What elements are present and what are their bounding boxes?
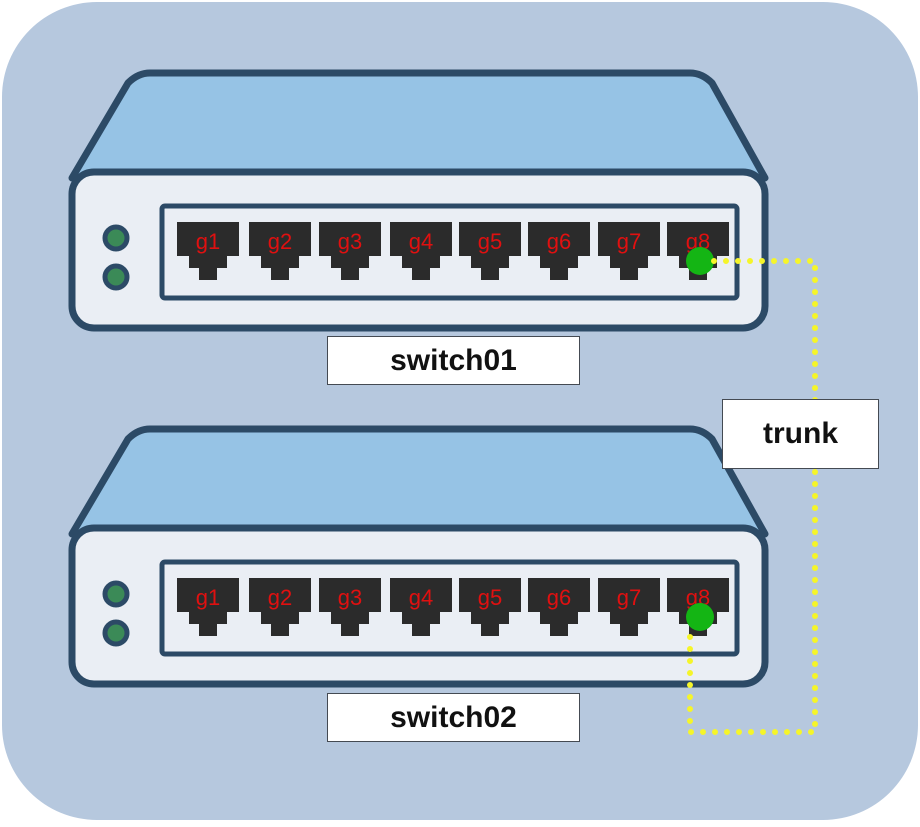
- port-socket-icon: [249, 222, 311, 280]
- link-active-dot-icon: [686, 247, 714, 275]
- status-led-icon: [102, 580, 130, 608]
- switch-top-panel: [68, 425, 769, 538]
- status-led-icon: [102, 619, 130, 647]
- port-socket-icon: [390, 578, 452, 636]
- port-label: g5: [478, 229, 502, 254]
- ethernet-port-g2: g2: [249, 222, 311, 280]
- port-socket-icon: [528, 578, 590, 636]
- port-label: g4: [409, 585, 433, 610]
- ethernet-port-g5: g5: [459, 222, 521, 280]
- port-label: g6: [547, 585, 571, 610]
- ethernet-port-g1: g1: [177, 222, 239, 280]
- devices-layer: g1 g2 g3 g4 g5 g6 g7 g8 g1 g2 g3 g4 g5 g6 g7 g8: [68, 69, 769, 688]
- ethernet-port-g8: g8: [667, 578, 729, 636]
- ethernet-port-g5: g5: [459, 578, 521, 636]
- ethernet-port-g7: g7: [598, 578, 660, 636]
- ethernet-port-g3: g3: [319, 578, 381, 636]
- port-label: g2: [268, 585, 292, 610]
- switch-top-panel: [68, 69, 769, 182]
- trunk-link-line: [687, 258, 818, 735]
- port-socket-icon: [249, 578, 311, 636]
- port-socket-icon: [528, 222, 590, 280]
- port-socket-icon: [319, 578, 381, 636]
- status-led-icon: [102, 263, 130, 291]
- port-label: g4: [409, 229, 433, 254]
- port-label: g3: [338, 229, 362, 254]
- ethernet-port-g1: g1: [177, 578, 239, 636]
- port-socket-icon: [319, 222, 381, 280]
- port-socket-icon: [390, 222, 452, 280]
- ethernet-port-g4: g4: [390, 578, 452, 636]
- port-label: g6: [547, 229, 571, 254]
- port-label: g7: [617, 585, 641, 610]
- status-led-icon: [102, 224, 130, 252]
- switch02-name-label: switch02: [327, 693, 580, 742]
- link-active-dot-icon: [686, 603, 714, 631]
- ethernet-port-g8: g8: [667, 222, 729, 280]
- switch01-name-label: switch01: [327, 336, 580, 385]
- ethernet-port-g3: g3: [319, 222, 381, 280]
- port-label: g1: [196, 585, 220, 610]
- port-socket-icon: [177, 222, 239, 280]
- port-label: g7: [617, 229, 641, 254]
- ethernet-port-g4: g4: [390, 222, 452, 280]
- port-label: g5: [478, 585, 502, 610]
- trunk-link-label: trunk: [722, 399, 879, 469]
- ethernet-port-g7: g7: [598, 222, 660, 280]
- ethernet-port-g6: g6: [528, 222, 590, 280]
- trunk-link: [687, 258, 818, 735]
- port-label: g2: [268, 229, 292, 254]
- port-socket-icon: [598, 222, 660, 280]
- port-label: g1: [196, 229, 220, 254]
- port-label: g3: [338, 585, 362, 610]
- switch-switch01: g1 g2 g3 g4 g5 g6 g7 g8: [68, 69, 769, 332]
- ethernet-port-g6: g6: [528, 578, 590, 636]
- switch-switch02: g1 g2 g3 g4 g5 g6 g7 g8: [68, 425, 769, 688]
- port-socket-icon: [598, 578, 660, 636]
- port-socket-icon: [459, 578, 521, 636]
- port-socket-icon: [177, 578, 239, 636]
- port-socket-icon: [459, 222, 521, 280]
- ethernet-port-g2: g2: [249, 578, 311, 636]
